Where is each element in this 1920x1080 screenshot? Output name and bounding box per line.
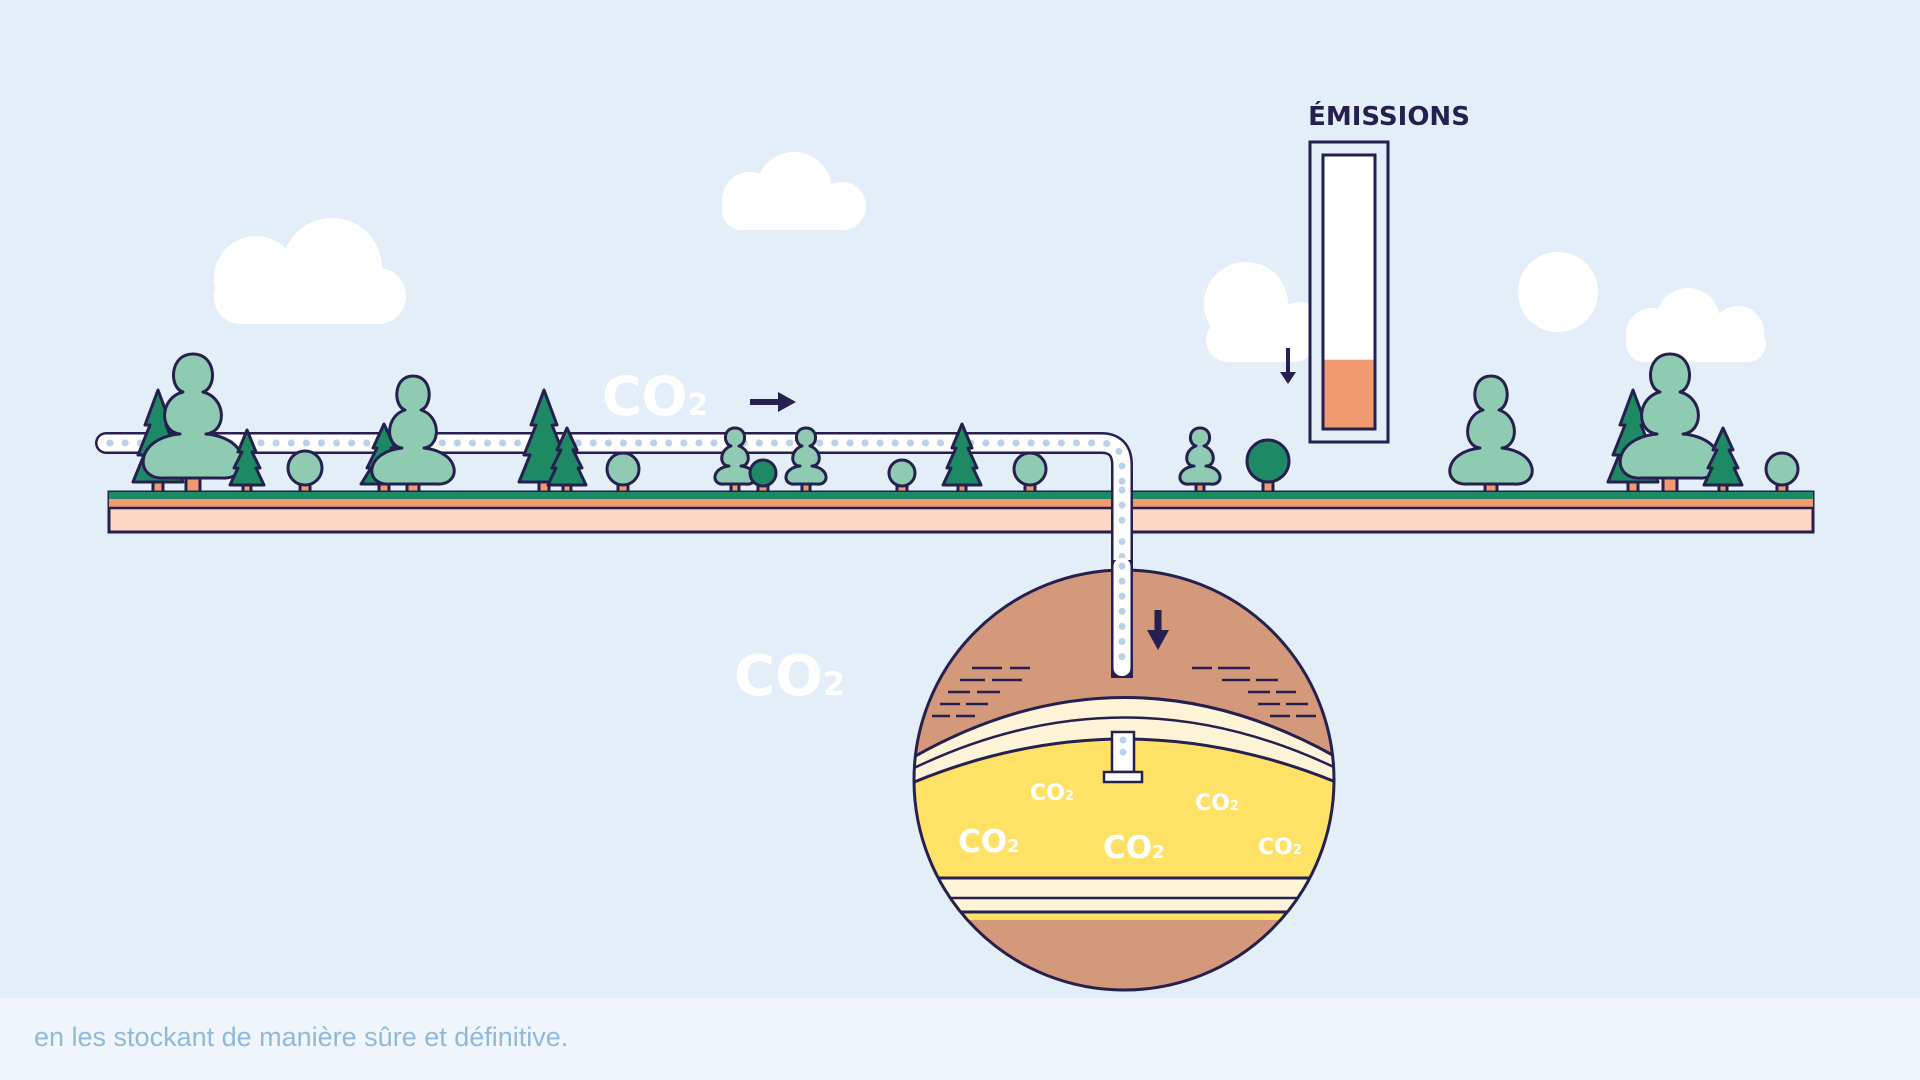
co2-pipeline-subscript: 2: [688, 388, 709, 423]
soil-dashes: [932, 666, 1316, 718]
co2-reservoir-label: CO2: [1103, 830, 1165, 866]
geological-cross-section: CO2 CO2 CO2 CO2 CO2: [912, 558, 1336, 992]
co2-reservoir-text: CO: [958, 824, 1007, 860]
cloud-4: [1518, 252, 1598, 332]
co2-pipeline-text: CO: [602, 365, 688, 428]
co2-underground-subscript: 2: [823, 665, 845, 703]
tree: [784, 426, 828, 494]
cloud-2: [722, 152, 866, 230]
co2-reservoir-subscript: 2: [1293, 843, 1302, 858]
co2-storage-illustration: ÉMISSIONS CO2: [95, 100, 1815, 992]
co2-reservoir-subscript: 2: [1007, 836, 1020, 857]
emissions-label: ÉMISSIONS: [1308, 100, 1470, 132]
co2-reservoir-label: CO2: [1195, 791, 1239, 816]
co2-pipeline: [95, 432, 1133, 689]
tree: [941, 422, 983, 494]
co2-pipeline-label: CO2: [602, 365, 708, 428]
cloud-3: [1204, 262, 1328, 362]
co2-reservoir-subscript: 2: [1230, 799, 1239, 814]
ground: [107, 490, 1815, 534]
co2-reservoir-label: CO2: [958, 824, 1020, 860]
co2-reservoir-text: CO: [1195, 791, 1230, 816]
tree: [748, 458, 778, 494]
tree: [1012, 451, 1048, 494]
co2-underground-label: CO2: [734, 644, 845, 709]
tree: [370, 374, 456, 494]
tree: [1764, 451, 1800, 494]
tree: [1178, 426, 1222, 494]
cloud-5: [1626, 288, 1766, 362]
tree: [1618, 352, 1722, 494]
down-arrow-icon: [1147, 610, 1169, 650]
cloud-1: [214, 218, 406, 324]
trees: [131, 352, 1800, 494]
tree: [605, 451, 641, 494]
caption-bar: [0, 998, 1920, 1080]
injection-well: [1102, 730, 1144, 784]
tree: [228, 428, 266, 494]
emissions-gauge: [1308, 140, 1390, 444]
pipe-through-ground: [1111, 486, 1133, 539]
co2-reservoir-text: CO: [1103, 830, 1152, 866]
right-arrow-icon: [750, 392, 796, 412]
emissions-gauge-fill: [1324, 359, 1374, 428]
tree: [1448, 374, 1534, 494]
co2-reservoir-label: CO2: [1258, 835, 1302, 860]
tree: [887, 458, 917, 494]
down-arrow-icon: [1280, 348, 1296, 384]
co2-underground-text: CO: [734, 644, 823, 709]
co2-reservoir-text: CO: [1258, 835, 1293, 860]
co2-reservoir-text: CO: [1030, 781, 1065, 806]
caption-text: en les stockant de manière sûre et défin…: [34, 1022, 569, 1052]
co2-reservoir-subscript: 2: [1152, 842, 1165, 863]
tree: [1702, 426, 1744, 494]
tree: [1245, 438, 1291, 494]
tree: [286, 449, 324, 494]
co2-reservoir-subscript: 2: [1065, 789, 1074, 804]
co2-reservoir-label: CO2: [1030, 781, 1074, 806]
